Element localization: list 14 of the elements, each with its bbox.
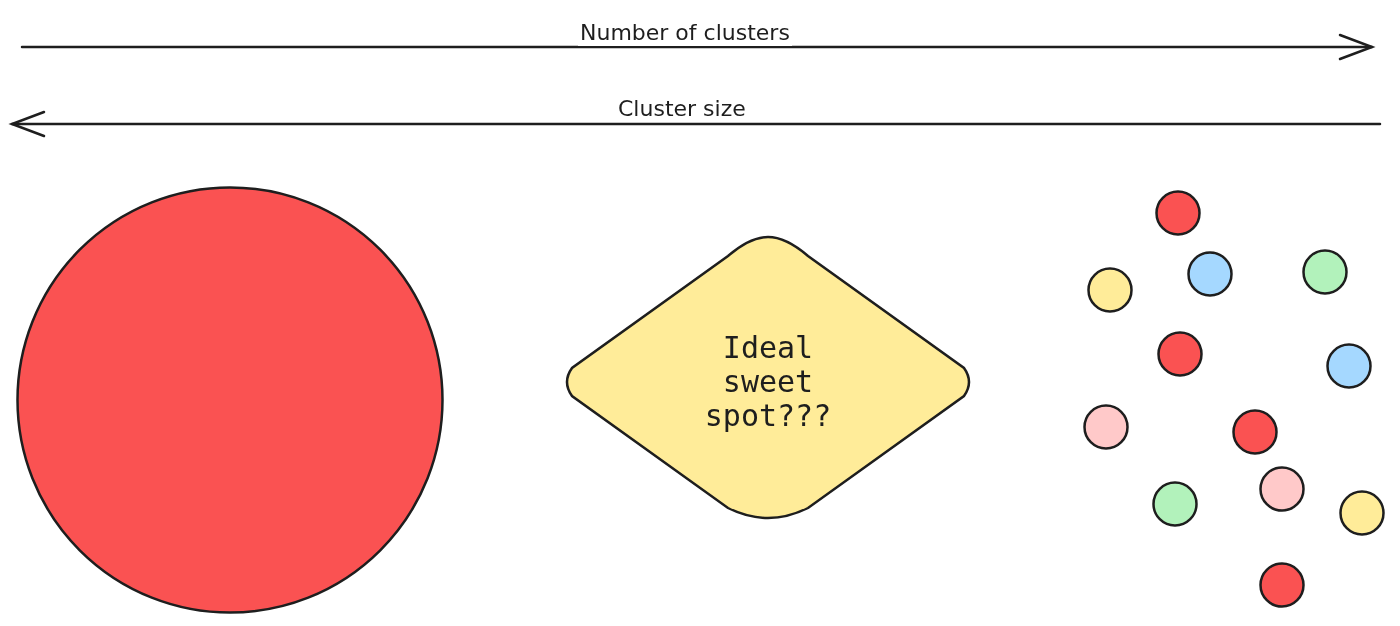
small-circle (1187, 251, 1233, 297)
small-circle (1232, 409, 1278, 455)
small-circle (1087, 267, 1133, 313)
small-circle (1259, 562, 1305, 608)
small-circle (1152, 481, 1198, 527)
small-circle (1259, 466, 1305, 512)
small-circle (1155, 190, 1201, 236)
small-circle (1339, 490, 1385, 536)
small-circle (1157, 331, 1203, 377)
small-circle (1083, 404, 1129, 450)
small-circle (1302, 249, 1348, 295)
large-circle (16, 186, 444, 614)
small-circle (1326, 343, 1372, 389)
diamond-text: Ideal sweet spot??? (703, 331, 833, 433)
